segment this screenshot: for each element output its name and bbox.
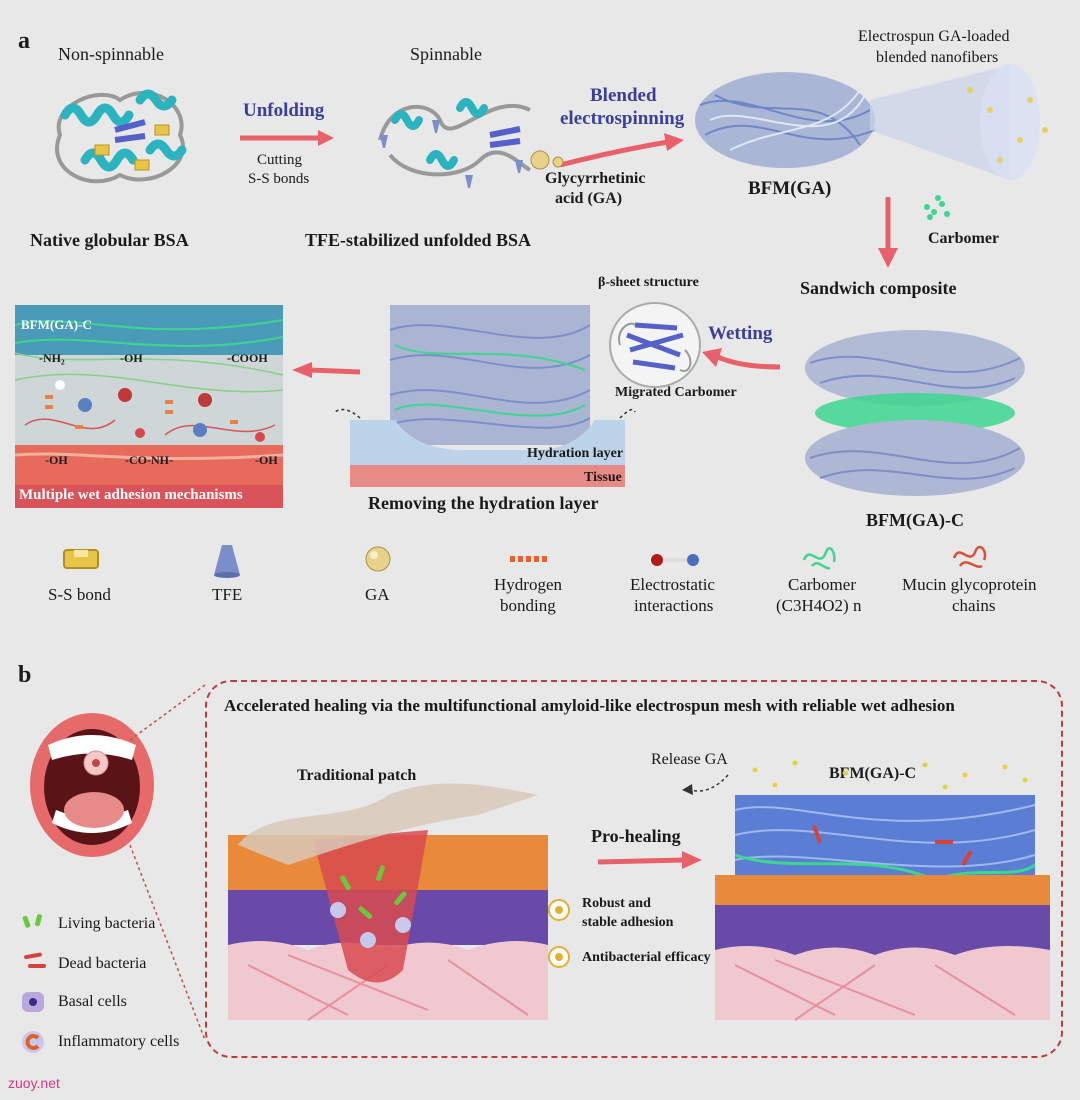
electrospinning-arrow	[559, 133, 684, 168]
living-bacteria-icon	[22, 914, 43, 928]
legend-electro-2: interactions	[634, 596, 714, 615]
legend-hbond-1: Hydrogen	[494, 575, 562, 594]
native-bsa-illustration	[55, 89, 187, 184]
legend-electro-1: Electrostatic	[630, 575, 715, 594]
cutting-label-1: Cutting	[257, 152, 303, 168]
inset-footer: Multiple wet adhesion mechanisms	[19, 487, 243, 503]
legend-tfe: TFE	[212, 585, 243, 604]
tissue-label: Tissue	[584, 470, 622, 485]
release-ga-label: Release GA	[651, 751, 728, 768]
hydration-layer-figure	[334, 305, 636, 487]
legend-dead-bacteria: Dead bacteria	[58, 955, 147, 972]
to-inset-arrow	[292, 362, 361, 378]
unfolding-arrow	[240, 130, 334, 146]
native-bsa-label: Native globular BSA	[30, 230, 189, 250]
healing-frame	[205, 680, 1063, 1058]
beta-sheet-label: β-sheet structure	[598, 275, 699, 290]
legend-carbomer-2: (C3H4O2) n	[776, 596, 862, 615]
migrated-carbomer-label: Migrated Carbomer	[615, 385, 737, 400]
watermark: zuoy.net	[8, 1075, 60, 1091]
nanofiber-zoom-cone	[870, 64, 1048, 180]
beta-sheet-circle	[609, 302, 701, 388]
inset-conh: -CO-NH-	[125, 453, 173, 467]
legend-inflammatory-cells: Inflammatory cells	[58, 1033, 180, 1050]
blended-label-1: Blended	[590, 85, 657, 106]
panel-a-label: a	[18, 28, 30, 54]
basal-cell-icon	[22, 992, 44, 1012]
ga-label-2: acid (GA)	[555, 190, 623, 207]
bfm-ga-c-scene-label: BFM(GA)-C	[829, 765, 917, 782]
electrospun-label-1: Electrospun GA-loaded	[858, 28, 1010, 45]
sandwich-label: Sandwich composite	[800, 278, 957, 298]
ga-label-1: Glycyrrhetinic	[545, 170, 646, 187]
inset-oh2: -OH	[45, 453, 68, 467]
inflammatory-cell-icon	[22, 1031, 44, 1053]
panel-b-title: Accelerated healing via the multifunctio…	[224, 696, 955, 715]
inset-cooh: -COOH	[227, 351, 268, 365]
electrostatic-icon	[651, 554, 699, 566]
wetting-label: Wetting	[708, 323, 773, 344]
cutting-label-2: S-S bonds	[248, 171, 310, 187]
inset-oh1: -OH	[120, 351, 143, 365]
bfm-ga-mesh	[695, 72, 876, 168]
robust-label-2: stable adhesion	[582, 915, 674, 930]
ga-spheres	[530, 150, 564, 170]
zoom-dashed-lines	[129, 684, 206, 1041]
electrospun-label-2: blended nanofibers	[876, 49, 999, 66]
bfm-ga-c-label: BFM(GA)-C	[866, 510, 964, 530]
tfe-icon	[214, 545, 240, 578]
blended-label-2: electrospinning	[560, 108, 685, 129]
legend-living-bacteria: Living bacteria	[58, 915, 156, 932]
wetting-arrow	[702, 348, 781, 370]
spinnable-label: Spinnable	[410, 44, 482, 64]
legend-hbond-2: bonding	[500, 596, 556, 615]
traditional-patch-label: Traditional patch	[297, 767, 417, 784]
dead-bacteria-icon	[24, 952, 46, 968]
ga-icon	[365, 546, 391, 572]
unfolded-bsa-illustration	[378, 98, 532, 188]
inset-oh3: -OH	[255, 453, 278, 467]
pro-healing-label: Pro-healing	[591, 826, 681, 846]
release-ga-arrow	[682, 774, 729, 795]
healing-scene	[715, 760, 1050, 1021]
unfolding-label: Unfolding	[243, 100, 325, 121]
inset-title: BFM(GA)-C	[21, 317, 92, 332]
panel-b-label: b	[18, 662, 32, 688]
carbomer-arrow	[878, 195, 950, 268]
sandwich-composite	[805, 330, 1025, 496]
traditional-patch-scene	[228, 783, 548, 1021]
target-icon-1	[548, 899, 570, 921]
robust-label-1: Robust and	[582, 896, 651, 911]
mouth-illustration	[30, 713, 154, 857]
antibacterial-label: Antibacterial efficacy	[582, 950, 711, 965]
legend-carbomer-1: Carbomer	[788, 575, 856, 594]
legend-basal-cells: Basal cells	[58, 993, 127, 1010]
legend-ga: GA	[365, 585, 390, 604]
hydration-layer-label: Hydration layer	[527, 446, 624, 461]
hbond-icon	[510, 556, 547, 562]
legend-mucin-1: Mucin glycoprotein	[902, 575, 1037, 594]
mucin-icon	[952, 545, 987, 568]
ss-bond-icon	[63, 549, 99, 569]
target-icon-2	[548, 946, 570, 968]
carbomer-label: Carbomer	[928, 230, 1000, 247]
adhesion-inset: BFM(GA)-C -NH₂ -OH -COOH -OH -CO-NH- -OH…	[15, 305, 283, 508]
removing-label: Removing the hydration layer	[368, 493, 599, 513]
non-spinnable-label: Non-spinnable	[58, 44, 164, 64]
pro-healing-arrow	[597, 851, 702, 869]
tfe-bsa-label: TFE-stabilized unfolded BSA	[305, 230, 532, 250]
bfm-ga-label: BFM(GA)	[748, 178, 832, 199]
legend-ss-bond: S-S bond	[48, 585, 111, 604]
legend-mucin-2: chains	[952, 596, 996, 615]
inset-nh2: -NH₂	[39, 351, 65, 365]
carbomer-icon	[802, 546, 836, 570]
